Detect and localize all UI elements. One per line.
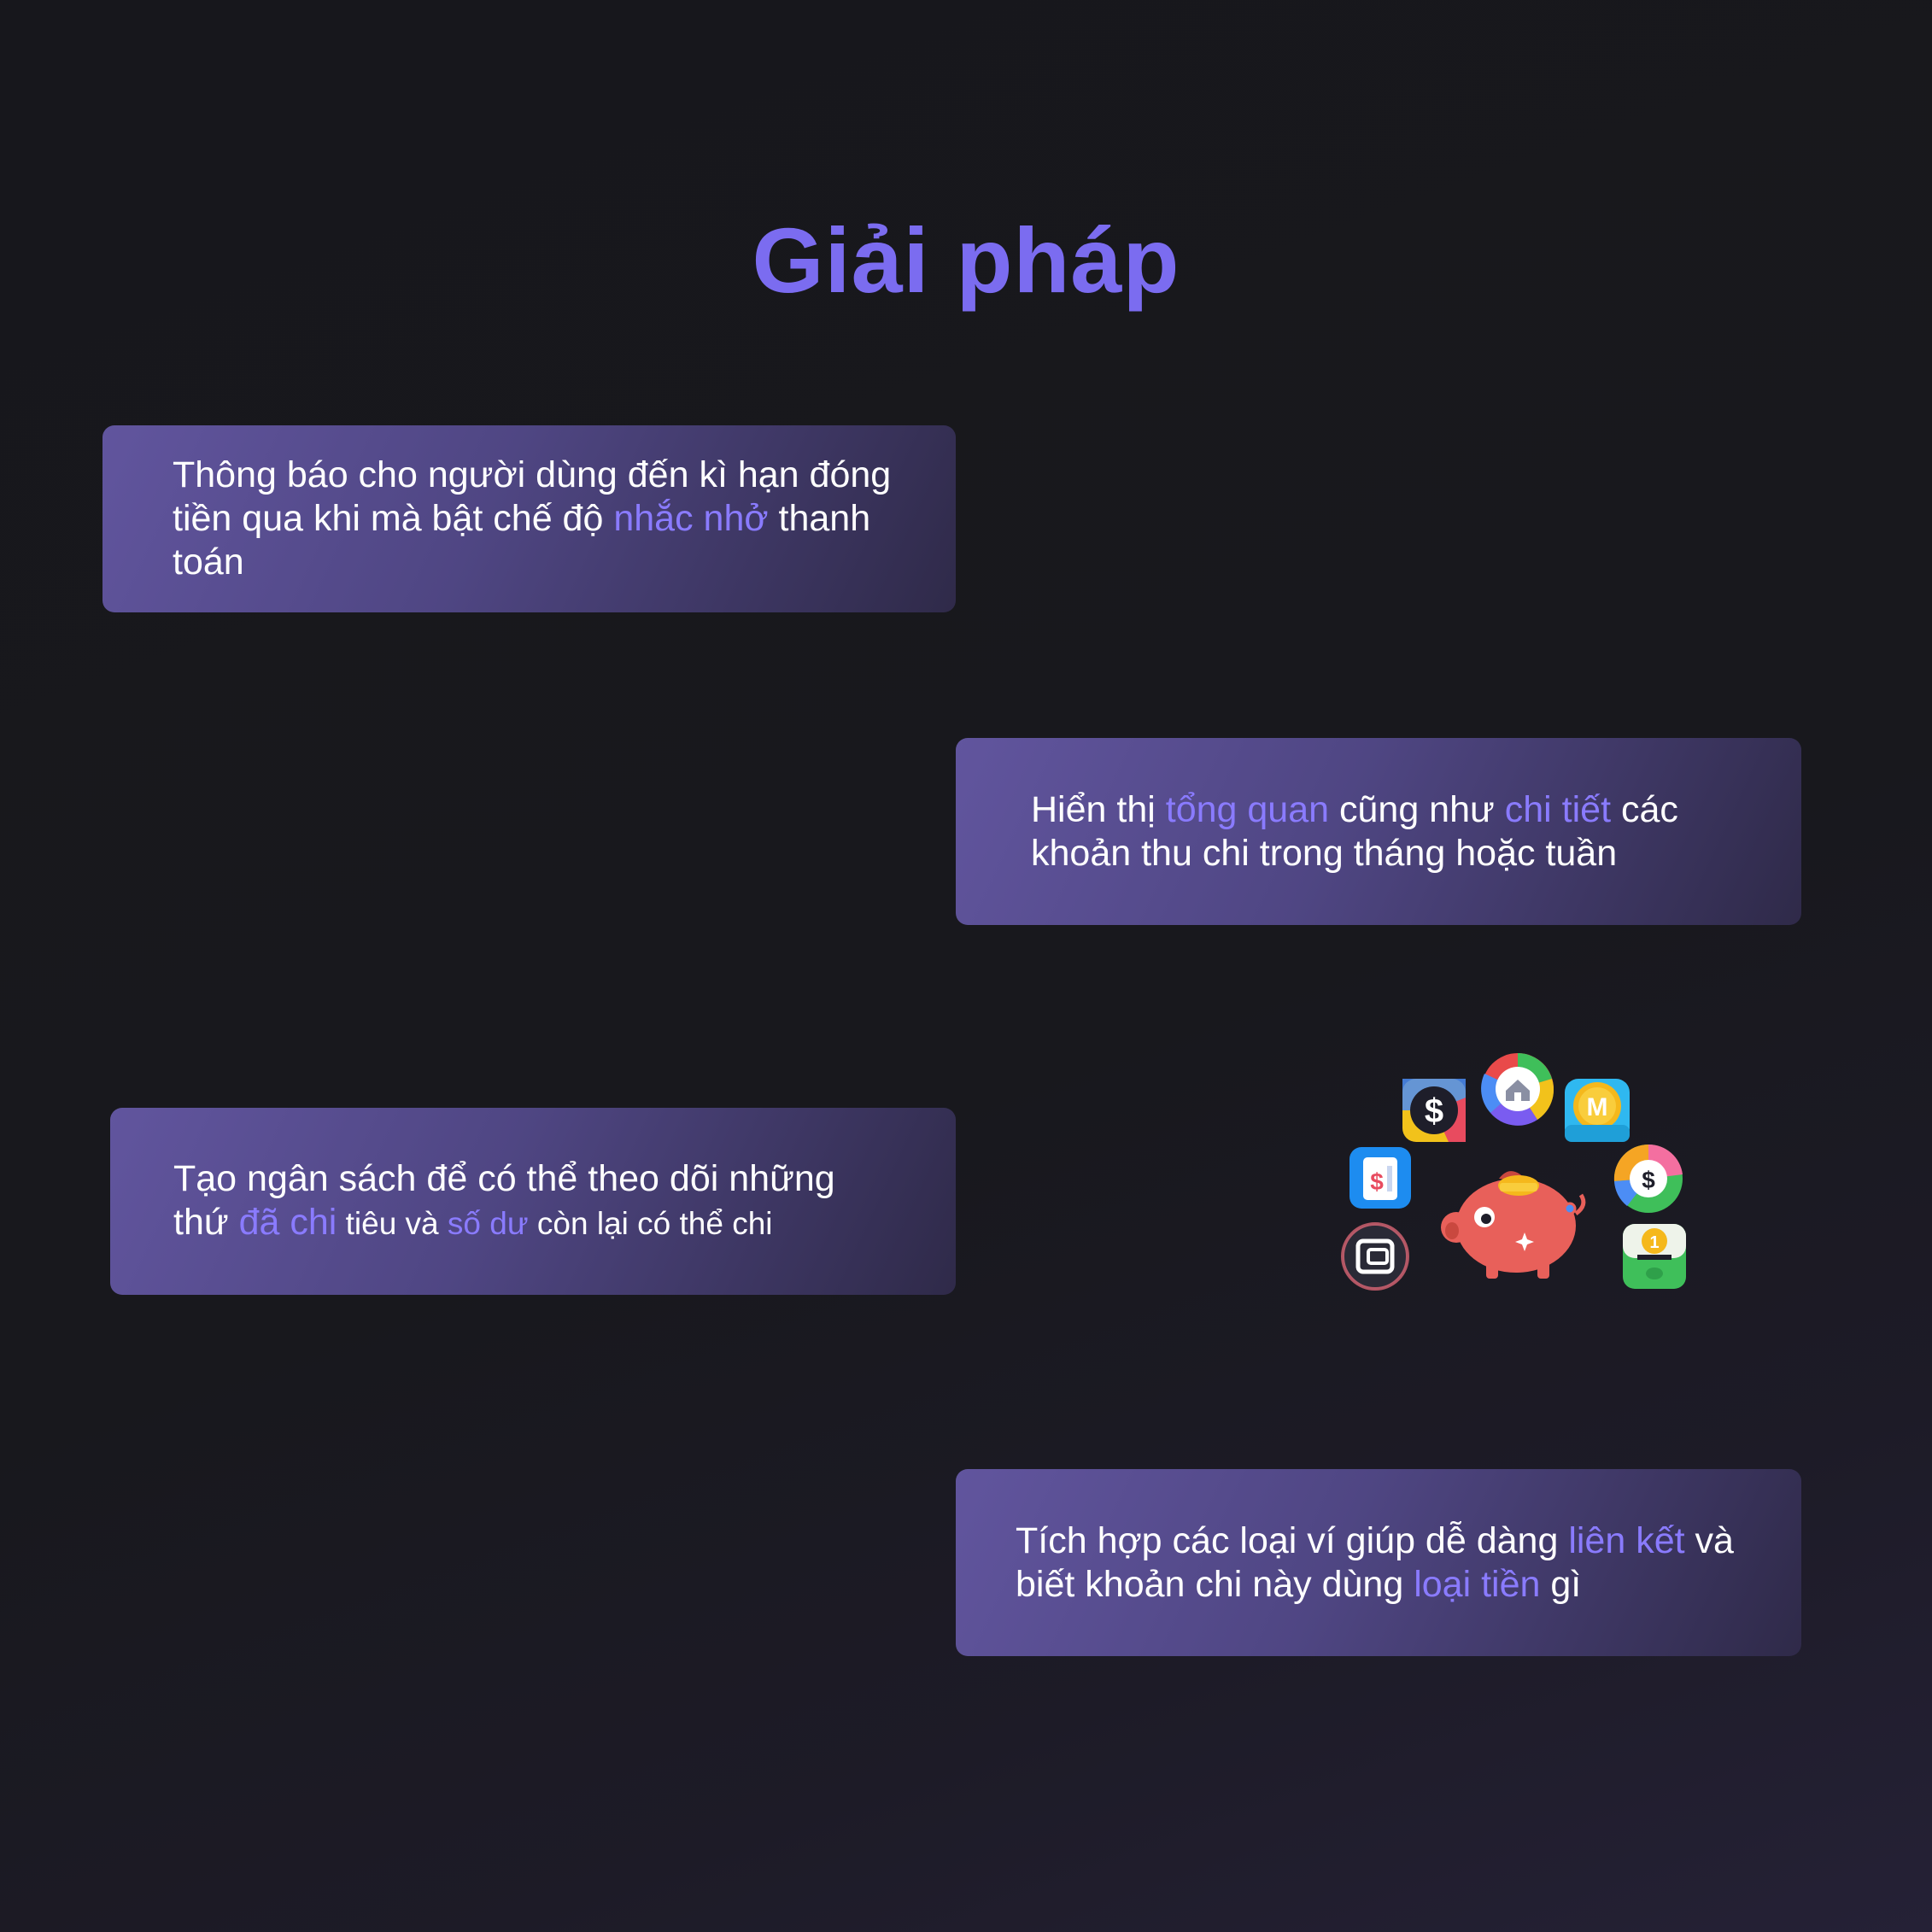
wallet-app-icon [1341,1222,1409,1291]
card-text-part: còn lại có thể chi [528,1206,773,1241]
svg-text:M: M [1587,1093,1608,1121]
card-text-part: cũng như [1329,788,1505,830]
card-text-part: gì [1540,1563,1582,1605]
card-text-part: tiêu và [337,1206,448,1241]
solution-card-budget: Tạo ngân sách để có thể theo dõi những t… [110,1108,956,1295]
finance-apps-illustration: $ M $ $ [1341,1053,1686,1291]
svg-text:$: $ [1425,1092,1443,1130]
highlight-spent: đã chi [238,1202,337,1243]
solution-card-reminder: Thông báo cho người dùng đến kì hạn đóng… [102,425,956,612]
solution-card-overview: Hiển thị tổng quan cũng như chi tiết các… [956,738,1801,925]
page-title: Giải pháp [752,208,1180,312]
card-text-part: Thông báo cho người dùng đến kì hạn đóng… [173,454,892,539]
highlight-balance: số dư [447,1206,529,1241]
dollar-coin-app-icon: $ [1402,1079,1466,1142]
card-text: Thông báo cho người dùng đến kì hạn đóng… [173,454,896,584]
card-text-part: thanh toán [173,498,871,583]
piggy-bank-icon [1441,1171,1586,1279]
card-text: Tạo ngân sách để có thể theo dõi những t… [173,1157,896,1245]
highlight-reminder: nhắc nhở [613,498,769,539]
svg-text:$: $ [1642,1167,1655,1193]
card-text: Hiển thị tổng quan cũng như chi tiết các… [1031,788,1750,875]
card-text-part: Tích hợp các loại ví giúp dễ dàng [1016,1519,1569,1561]
highlight-detail: chi tiết [1504,788,1612,830]
home-pie-app-icon [1481,1053,1554,1126]
highlight-link: liên kết [1568,1519,1685,1561]
card-text-part: Hiển thị [1031,788,1166,830]
coin-piggy-app-icon: 1 [1623,1224,1686,1289]
invoice-app-icon: $ [1349,1147,1411,1209]
card-text-part: các khoản thu chi trong tháng hoặc tuần [1031,788,1678,874]
highlight-currency: loại tiền [1414,1563,1541,1605]
card-text-part: Tạo ngân sách để có thể theo dõi những t… [173,1158,835,1243]
highlight-overview: tổng quan [1165,788,1330,830]
svg-text:1: 1 [1649,1233,1659,1252]
dollar-pie-app-icon: $ [1613,1144,1683,1213]
svg-text:$: $ [1370,1168,1384,1195]
solution-card-wallets: Tích hợp các loại ví giúp dễ dàng liên k… [956,1469,1801,1656]
card-text: Tích hợp các loại ví giúp dễ dàng liên k… [1016,1519,1767,1607]
card-text-part: và biết khoản chi này dùng [1016,1519,1734,1605]
money-lover-app-icon: M [1565,1079,1630,1142]
